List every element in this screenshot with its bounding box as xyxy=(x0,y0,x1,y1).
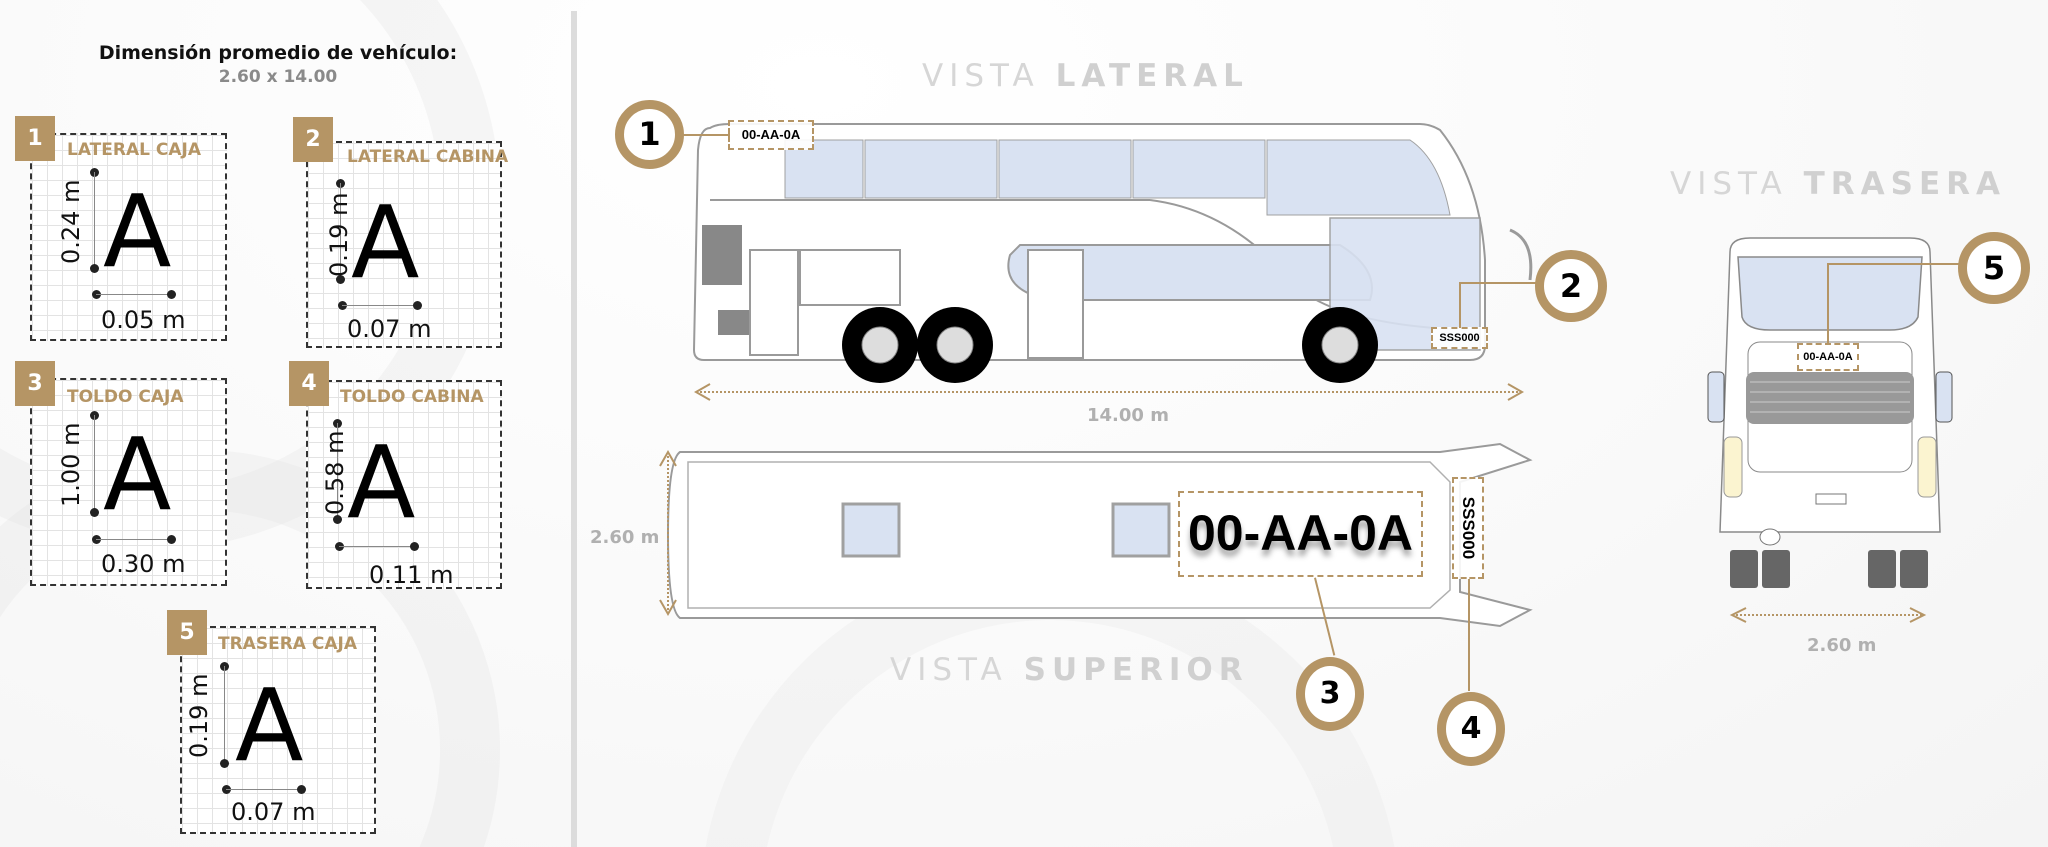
spec-number: 5 xyxy=(167,610,207,655)
sample-letter: A xyxy=(103,416,172,533)
dimension-dot xyxy=(333,515,342,524)
plate-lateral-caja: 00-AA-0A xyxy=(728,120,814,150)
spec-number: 4 xyxy=(289,361,329,406)
spec-grid xyxy=(306,141,502,348)
width-line xyxy=(339,546,414,547)
dimension-dot xyxy=(90,264,99,273)
height-line xyxy=(224,666,225,762)
plate-trasera-caja: 00-AA-0A xyxy=(1797,343,1859,371)
height-line xyxy=(94,172,95,268)
height-line xyxy=(340,183,341,279)
spec-number: 3 xyxy=(15,361,55,406)
panel-divider xyxy=(571,11,577,847)
width-line xyxy=(96,294,171,295)
spec-title: TRASERA CAJA xyxy=(218,634,357,654)
height-label: 0.24 m xyxy=(57,179,85,264)
sample-letter: A xyxy=(103,173,172,290)
height-label: 0.19 m xyxy=(185,673,213,758)
spec-number: 2 xyxy=(293,117,333,162)
dimension-dot xyxy=(167,290,176,299)
plate-toldo-cabina-text: SSS000 xyxy=(1459,496,1478,560)
dimension-dot xyxy=(413,301,422,310)
width-label-top: 2.60 m xyxy=(590,527,660,548)
dimension-dot xyxy=(90,508,99,517)
width-label-rear: 2.60 m xyxy=(1807,635,1877,656)
spec-title: LATERAL CABINA xyxy=(347,147,509,167)
dimension-value: 2.60 x 14.00 xyxy=(218,67,338,87)
width-label: 0.11 m xyxy=(369,561,454,589)
leader-line-1 xyxy=(680,134,730,136)
dimension-dot xyxy=(336,275,345,284)
leader-line-4 xyxy=(1468,579,1470,691)
length-label: 14.00 m xyxy=(1087,405,1169,426)
height-line xyxy=(337,423,338,519)
width-dimension-arrow-rear xyxy=(1729,607,1927,623)
callout-2: 2 xyxy=(1535,250,1607,322)
spec-grid xyxy=(306,380,502,589)
callout-4: 4 xyxy=(1437,692,1505,766)
length-dimension-arrow xyxy=(693,383,1525,401)
dimension-dot xyxy=(410,542,419,551)
spec-number: 1 xyxy=(15,116,55,161)
view-title-trasera: VISTA TRASERA xyxy=(1670,166,2006,202)
dimension-dot xyxy=(297,785,306,794)
width-label: 0.05 m xyxy=(101,306,186,334)
width-label: 0.07 m xyxy=(231,798,316,826)
spec-grid xyxy=(30,133,227,341)
callout-5: 5 xyxy=(1958,232,2030,304)
spec-grid xyxy=(30,378,227,586)
dimension-dot xyxy=(220,759,229,768)
spec-grid xyxy=(180,626,376,834)
spec-title: LATERAL CAJA xyxy=(67,140,201,160)
height-label: 0.19 m xyxy=(325,192,353,277)
width-line xyxy=(96,539,171,540)
height-label: 0.58 m xyxy=(321,430,349,515)
leader-line-2 xyxy=(1459,282,1539,284)
sample-letter: A xyxy=(347,424,416,541)
spec-title: TOLDO CAJA xyxy=(67,387,184,407)
width-line xyxy=(226,789,301,790)
width-label: 0.07 m xyxy=(347,315,432,343)
dimension-dot xyxy=(167,535,176,544)
bus-rear-view xyxy=(1707,237,1953,588)
sample-letter: A xyxy=(351,184,420,301)
width-dimension-arrow-top xyxy=(659,449,677,617)
bus-side-view xyxy=(692,123,1533,383)
sample-letter: A xyxy=(235,667,304,784)
view-title-superior: VISTA SUPERIOR xyxy=(890,652,1249,688)
callout-1: 1 xyxy=(615,100,684,169)
height-label: 1.00 m xyxy=(57,422,85,507)
view-title-lateral: VISTA LATERAL xyxy=(922,58,1249,94)
plate-toldo-caja: 00-AA-0A xyxy=(1178,491,1423,577)
leader-line-2 xyxy=(1459,282,1461,328)
dimension-title: Dimensión promedio de vehículo: xyxy=(98,42,458,64)
leader-line-5 xyxy=(1827,263,1961,265)
width-label: 0.30 m xyxy=(101,550,186,578)
height-line xyxy=(94,415,95,511)
callout-3: 3 xyxy=(1296,657,1364,731)
plate-lateral-cabina: SSS000 xyxy=(1431,327,1488,349)
plate-toldo-cabina: SSS000 xyxy=(1452,477,1484,579)
spec-title: TOLDO CABINA xyxy=(340,387,484,407)
width-line xyxy=(342,305,417,306)
leader-line-5 xyxy=(1827,263,1829,343)
